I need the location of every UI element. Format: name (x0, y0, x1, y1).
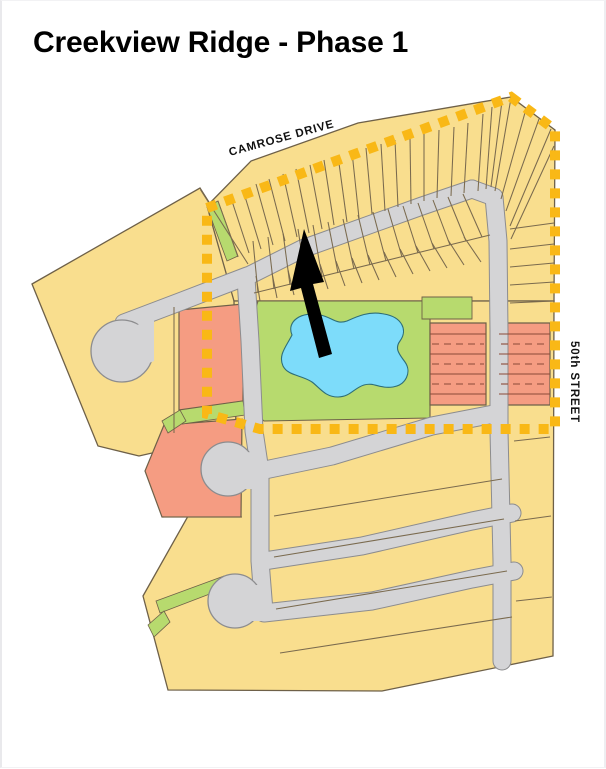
cul-de-sac-south-neck (245, 584, 268, 621)
lot-lines-northeast-fan (463, 97, 555, 240)
phase-1-boundary[interactable] (202, 91, 560, 434)
lot-lines-south-block (164, 478, 513, 654)
multifamily-block-lines (430, 333, 550, 395)
cul-de-sac-mid-neck (238, 451, 264, 489)
50th-street-label: 50th STREET (568, 341, 580, 423)
road-network[interactable] (90, 179, 524, 671)
lot-lines-east-strip (513, 436, 553, 602)
walkway-strip-south-corner (147, 610, 171, 638)
lot-lines-east-frontage (509, 222, 555, 304)
cul-de-sac-west-neck (134, 319, 154, 369)
park-green-north-lobe[interactable] (421, 296, 473, 320)
lot-lines-west-parcel (173, 188, 249, 433)
page-title: Creekview Ridge - Phase 1 (33, 26, 409, 59)
multifamily-unit-dividers (432, 343, 548, 385)
north-arrow (290, 229, 332, 358)
